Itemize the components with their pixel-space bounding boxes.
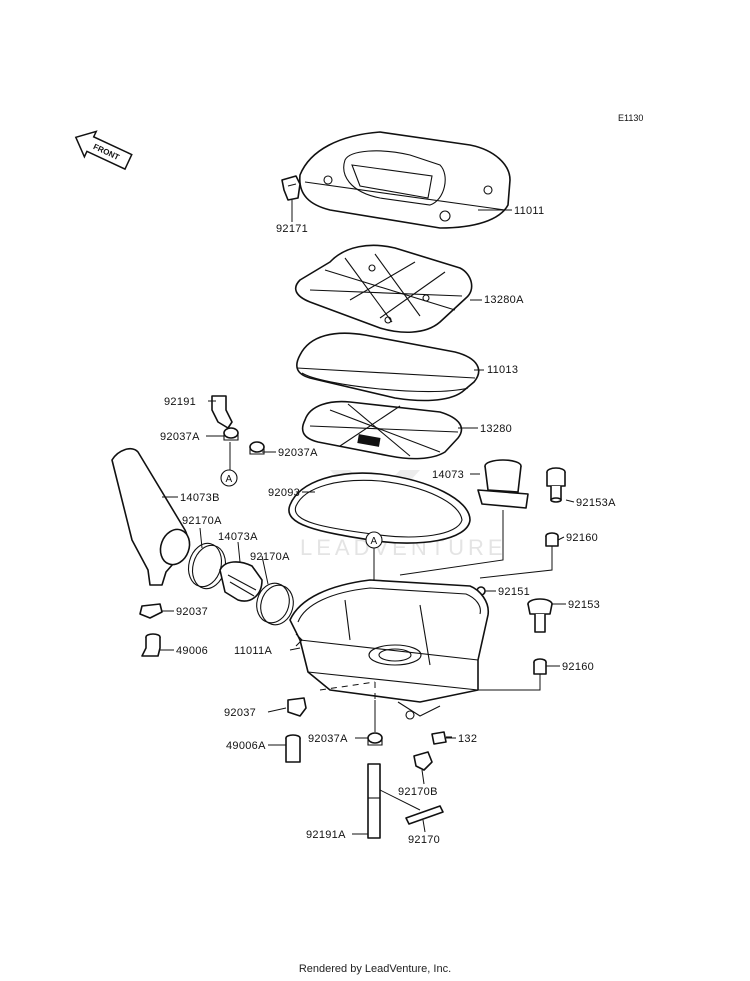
part-92170-strap bbox=[405, 805, 444, 825]
label-49006A: 49006A bbox=[226, 740, 266, 752]
part-92037-clamp-upper bbox=[139, 603, 163, 619]
part-11011-cover bbox=[299, 131, 511, 229]
label-14073: 14073 bbox=[432, 469, 464, 481]
label-92037-upper: 92037 bbox=[176, 606, 208, 618]
reference-code: E1130 bbox=[618, 113, 643, 123]
label-92170B: 92170B bbox=[398, 786, 438, 798]
label-92191A: 92191A bbox=[306, 829, 346, 841]
part-92037A-clamp-lower bbox=[367, 732, 383, 746]
part-11011A-case bbox=[289, 579, 490, 720]
label-132: 132 bbox=[458, 733, 477, 745]
label-92037A-upper: 92037A bbox=[160, 431, 200, 443]
part-92153A-bolt bbox=[546, 467, 566, 503]
label-92037A-lower: 92037A bbox=[308, 733, 348, 745]
part-14073B-duct bbox=[111, 448, 191, 586]
part-92170A-clamp-right bbox=[256, 582, 294, 626]
part-14073-funnel bbox=[477, 459, 529, 509]
callout-a-upper-label: A bbox=[226, 474, 233, 485]
label-92191: 92191 bbox=[164, 396, 196, 408]
callout-a-lower: A bbox=[365, 531, 383, 549]
label-92170A-left: 92170A bbox=[182, 515, 222, 527]
label-92153A: 92153A bbox=[576, 497, 616, 509]
part-13280A-frame bbox=[294, 244, 473, 334]
label-13280: 13280 bbox=[480, 423, 512, 435]
part-92160-grommet-lower bbox=[533, 658, 547, 675]
part-132-fitting bbox=[431, 731, 452, 745]
part-49006-cap bbox=[141, 633, 161, 657]
part-92191-hose bbox=[211, 395, 233, 429]
callout-a-lower-label: A bbox=[371, 536, 378, 547]
callout-a-upper: A bbox=[220, 469, 238, 487]
label-92093: 92093 bbox=[268, 487, 300, 499]
part-92093-gasket bbox=[288, 472, 471, 544]
label-92153: 92153 bbox=[568, 599, 600, 611]
label-92171: 92171 bbox=[276, 223, 308, 235]
leader-lines bbox=[160, 200, 575, 835]
label-92037A-hose: 92037A bbox=[278, 447, 318, 459]
part-92160-grommet-upper bbox=[545, 532, 559, 547]
part-92037-clamp-lower bbox=[287, 697, 307, 717]
label-11011A: 11011A bbox=[234, 645, 272, 657]
part-92191A-hose bbox=[367, 763, 381, 839]
label-49006: 49006 bbox=[176, 645, 208, 657]
footer-credit: Rendered by LeadVenture, Inc. bbox=[298, 963, 452, 975]
label-92037-lower: 92037 bbox=[224, 707, 256, 719]
part-11013-filter bbox=[296, 332, 480, 402]
part-92153-bolt bbox=[527, 598, 553, 633]
label-14073A: 14073A bbox=[218, 531, 258, 543]
front-arrow-icon: FRONT bbox=[74, 130, 133, 171]
part-92171-clip bbox=[281, 175, 301, 201]
label-14073B: 14073B bbox=[180, 492, 220, 504]
label-11013: 11013 bbox=[487, 364, 518, 376]
label-13280A: 13280A bbox=[484, 294, 524, 306]
part-92170B-clamp bbox=[413, 751, 433, 771]
label-92151: 92151 bbox=[498, 586, 530, 598]
label-92160-lower: 92160 bbox=[562, 661, 594, 673]
part-14073A-joint bbox=[219, 561, 263, 602]
part-13280-frame bbox=[301, 400, 463, 460]
label-92160-upper: 92160 bbox=[566, 532, 598, 544]
label-11011: 11011 bbox=[514, 205, 544, 217]
label-92170A-right: 92170A bbox=[250, 551, 290, 563]
label-92170: 92170 bbox=[408, 834, 440, 846]
part-92037A-clamp-upper bbox=[223, 427, 239, 441]
part-49006A-cap bbox=[285, 734, 301, 763]
part-92037A-clamp-hose bbox=[249, 441, 265, 455]
